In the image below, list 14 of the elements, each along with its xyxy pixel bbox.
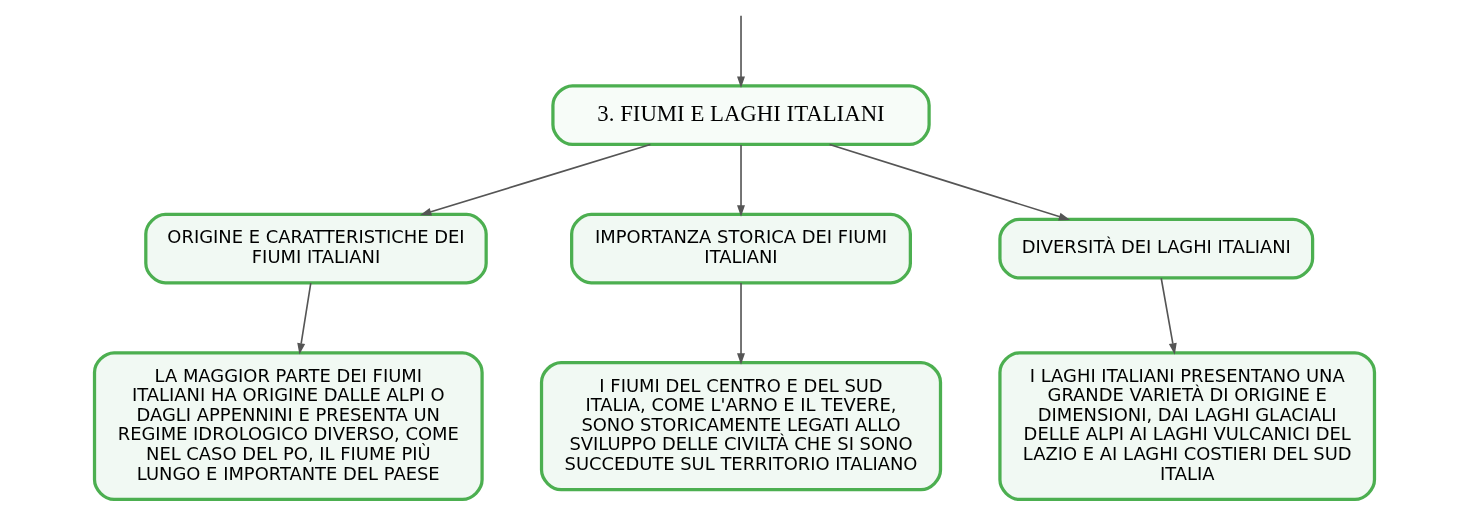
arrow: [737, 144, 745, 217]
arrow: [737, 15, 745, 88]
node-box: ORIGINE E CARATTERISTICHE DEI FIUMI ITALIANI: [144, 212, 488, 285]
arrow: [1160, 277, 1177, 355]
arrow: [297, 282, 312, 355]
node-box: 3. FIUMI E LAGHI ITALIANI: [551, 84, 931, 147]
node-box: I FIUMI DEL CENTRO E DEL SUD ITALIA, COME L'ARNO E IL TEVERE, SONO STORICAMENTE LEGATI ALLO SVILUPPO DELLE CIVILTÀ CHE SI SONO SUCCEDUTE SUL TERRITORIO ITALIANO: [539, 361, 943, 492]
arrow: [737, 282, 745, 365]
node-box: DIVERSITÀ DEI LAGHI ITALIANI: [998, 217, 1315, 280]
arrow: [419, 143, 652, 216]
node-box: LA MAGGIOR PARTE DEI FIUMI ITALIANI HA ORIGINE DALLE ALPI O DAGLI APPENNINI E PRESENTA UN REGIME IDROLOGICO DIVERSO, COME NEL CASO DEL PO, IL FIUME PIÙ LUNGO E IMPORTANTE DEL PAESE: [92, 351, 484, 502]
node-box: IMPORTANZA STORICA DEI FIUMI ITALIANI: [570, 212, 912, 285]
arrow: [828, 143, 1071, 221]
node-box: I LAGHI ITALIANI PRESENTANO UNA GRANDE VARIETÀ DI ORIGINE E DIMENSIONI, DAI LAGHI GLACIALI DELLE ALPI AI LAGHI VULCANICI DEL LAZIO E AI LAGHI COSTIERI DEL SUD ITALIA: [998, 351, 1377, 502]
